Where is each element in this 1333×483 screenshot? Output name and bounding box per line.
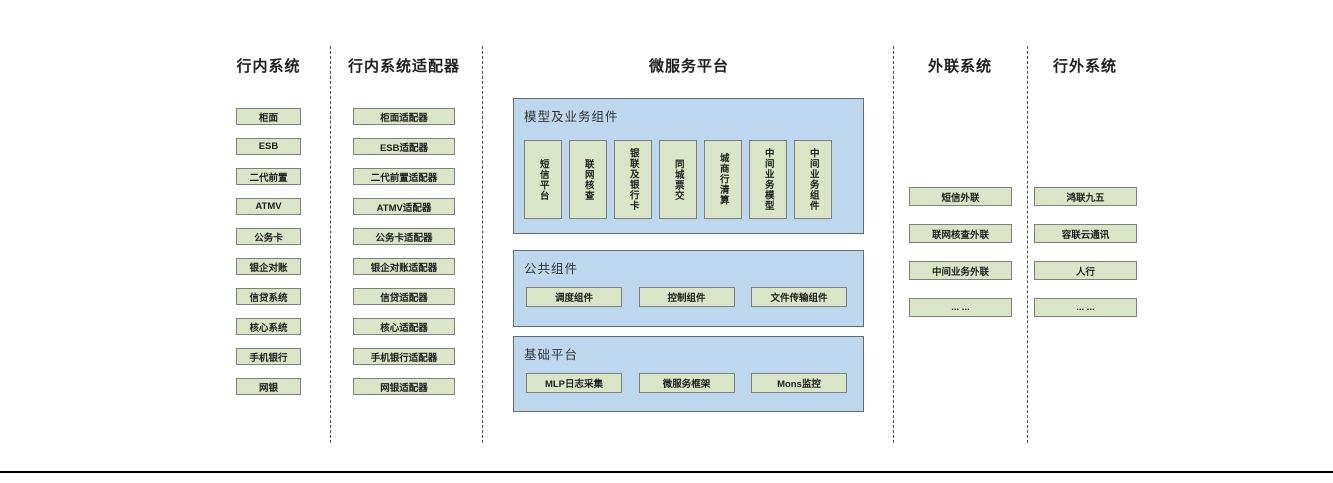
system-box: 信贷系统 [236, 288, 301, 305]
column-title-outerbank-systems: 行外系统 [1052, 58, 1117, 75]
outerbank-box: 容联云通讯 [1034, 224, 1137, 243]
component-box: 调度组件 [526, 287, 622, 307]
component-box-vertical: 中间业务模型 [749, 140, 787, 219]
adapter-box: ATMV适配器 [353, 198, 455, 215]
system-box: ATMV [236, 198, 301, 215]
outerbank-box: 鸿联九五 [1034, 187, 1137, 206]
component-box-vertical: 联网核查 [569, 140, 607, 219]
base-platform-list: MLP日志采集微服务框架 Mons监控 [526, 373, 847, 393]
panel-common-components: 公共组件 调度组件控制组件文件传输组件 [513, 250, 864, 327]
column-divider [1027, 46, 1028, 443]
adapter-box: ESB适配器 [353, 138, 455, 155]
component-box-vertical: 中间业务组件 [794, 140, 832, 219]
column-title-external-link-systems: 外联系统 [927, 58, 992, 75]
panel-label: 基础平台 [524, 348, 579, 362]
column-title-innerbank-adapters: 行内系统适配器 [347, 58, 460, 75]
adapter-box: 二代前置适配器 [353, 168, 455, 185]
component-box: 微服务框架 [638, 373, 735, 393]
system-box: 网银 [236, 378, 301, 395]
system-box: ESB [236, 138, 301, 155]
column-title-microservice-platform: 微服务平台 [648, 58, 729, 75]
component-box: 控制组件 [638, 287, 735, 307]
component-box: 文件传输组件 [751, 287, 847, 307]
column-divider [893, 46, 894, 443]
outerbank-box: 人行 [1034, 261, 1137, 280]
column-divider [482, 46, 483, 443]
component-box: Mons监控 [751, 373, 847, 393]
model-components-list: 短信平台联网核查银联及银行卡同城票交城商行清算中间业务模型中间业务组件 [524, 140, 832, 219]
column-divider [330, 46, 331, 443]
outerbank-systems-list: 鸿联九五容联云通讯人行 ... ... [1034, 187, 1137, 335]
adapter-box: 手机银行适配器 [353, 348, 455, 365]
component-box-vertical: 短信平台 [524, 140, 562, 219]
system-box: 公务卡 [236, 228, 301, 245]
innerbank-systems-list: 柜面 ESB 二代前置 ATMV 公务卡银企对账信贷系统核心系统手机银行网银 [236, 108, 301, 408]
component-box-vertical: 同城票交 [659, 140, 697, 219]
adapter-box: 柜面适配器 [353, 108, 455, 125]
adapter-box: 银企对账适配器 [353, 258, 455, 275]
innerbank-adapters-list: 柜面适配器 ESB适配器二代前置适配器 ATMV适配器公务卡适配器银企对账适配器信贷… [353, 108, 455, 408]
external-link-box: ... ... [909, 298, 1012, 317]
panel-label: 公共组件 [524, 262, 579, 276]
adapter-box: 网银适配器 [353, 378, 455, 395]
column-title-innerbank-systems: 行内系统 [236, 58, 301, 75]
adapter-box: 核心适配器 [353, 318, 455, 335]
panel-model-business-components: 模型及业务组件 短信平台联网核查银联及银行卡同城票交城商行清算中间业务模型中间业… [513, 98, 864, 234]
external-link-systems-list: 短信外联联网核查外联中间业务外联 ... ... [909, 187, 1012, 335]
component-box: MLP日志采集 [526, 373, 622, 393]
bottom-rule [0, 471, 1333, 473]
system-box: 手机银行 [236, 348, 301, 365]
external-link-box: 联网核查外联 [909, 224, 1012, 243]
external-link-box: 中间业务外联 [909, 261, 1012, 280]
outerbank-box: ... ... [1034, 298, 1137, 317]
panel-base-platform: 基础平台 MLP日志采集微服务框架 Mons监控 [513, 336, 864, 412]
adapter-box: 信贷适配器 [353, 288, 455, 305]
panel-label: 模型及业务组件 [524, 110, 619, 124]
system-box: 核心系统 [236, 318, 301, 335]
component-box-vertical: 银联及银行卡 [614, 140, 652, 219]
adapter-box: 公务卡适配器 [353, 228, 455, 245]
common-components-list: 调度组件控制组件文件传输组件 [526, 287, 847, 307]
external-link-box: 短信外联 [909, 187, 1012, 206]
component-box-vertical: 城商行清算 [704, 140, 742, 219]
system-box: 柜面 [236, 108, 301, 125]
system-box: 银企对账 [236, 258, 301, 275]
system-box: 二代前置 [236, 168, 301, 185]
